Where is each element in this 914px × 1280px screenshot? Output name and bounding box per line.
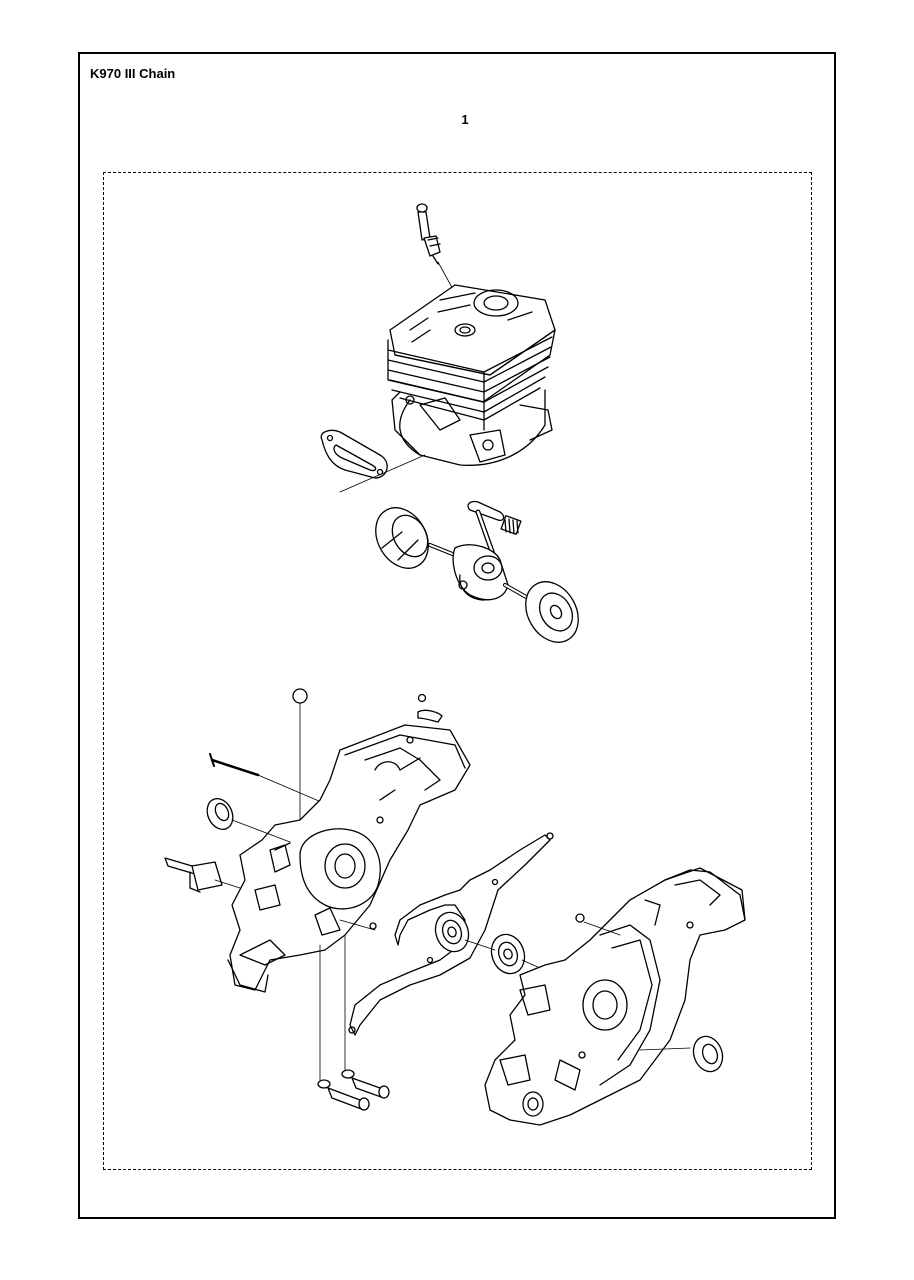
crankshaft-bearing-left	[365, 498, 439, 577]
diagram-frame	[103, 172, 812, 1170]
crankcase-half-right	[485, 868, 745, 1125]
crankshaft-bearing-right	[515, 572, 589, 651]
shaft	[165, 858, 376, 1080]
page-number: 1	[461, 112, 469, 127]
seal-ring-left	[202, 794, 290, 842]
cylinder	[388, 285, 555, 465]
ball-bearing-right	[465, 930, 540, 979]
crankshaft	[430, 502, 528, 600]
page-border	[78, 52, 836, 1219]
cylinder-gasket	[321, 430, 425, 492]
screw-bolts-bottom	[318, 1070, 389, 1110]
model-title: K970 III Chain	[90, 66, 176, 81]
ball-bearing-left	[430, 908, 474, 957]
crankcase-half-left	[228, 725, 470, 992]
crankcase-gasket	[349, 833, 553, 1035]
seal-ring-right	[689, 1032, 728, 1075]
